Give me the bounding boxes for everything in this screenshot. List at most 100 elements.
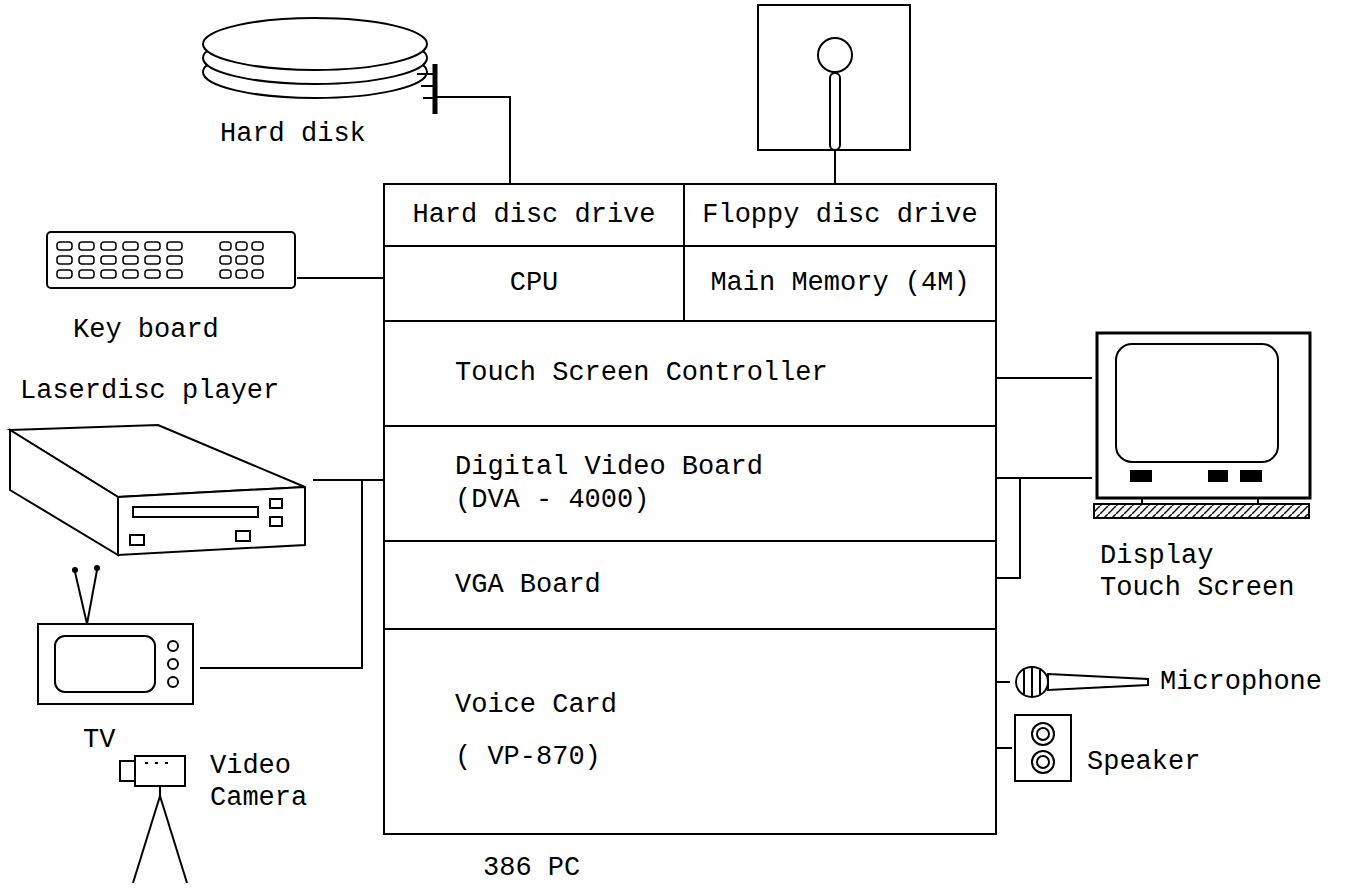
drawing-stroke	[220, 256, 231, 264]
drawing-stroke	[101, 256, 116, 264]
drawing-stroke	[1240, 470, 1262, 482]
board-label: Digital Video Board (DVA - 4000)	[455, 451, 785, 516]
drawing-stroke	[1048, 674, 1148, 690]
drawing-stroke	[72, 567, 78, 573]
cable-connector	[997, 377, 1092, 379]
board-cell: VGA Board	[383, 540, 997, 630]
drawing-stroke	[55, 636, 155, 692]
drawing-stroke	[167, 270, 182, 278]
drawing-stroke	[1130, 470, 1152, 482]
drawing-stroke	[167, 256, 182, 264]
laserdisc-player: Laserdisc player	[8, 375, 313, 560]
drawing-stroke	[145, 256, 160, 264]
drawing-stroke	[220, 270, 231, 278]
drawing-stroke	[1039, 670, 1041, 694]
drawing-stroke	[270, 499, 282, 508]
drawing-stroke	[1208, 470, 1228, 482]
speaker: Speaker	[1012, 712, 1222, 784]
drawing-stroke	[1015, 715, 1071, 781]
drawing-stroke	[1032, 723, 1054, 745]
device-label: Microphone	[1160, 666, 1322, 698]
drawing-stroke	[252, 270, 263, 278]
drawing-stroke	[145, 270, 160, 278]
device-label: TV	[83, 724, 115, 756]
drawing-stroke	[252, 242, 263, 250]
cable-connector	[465, 97, 510, 183]
drawing-stroke	[120, 761, 135, 781]
drawing-stroke	[1094, 504, 1309, 518]
drawing-stroke	[1016, 667, 1048, 697]
drawing-stroke	[123, 242, 138, 250]
drawing-stroke	[435, 96, 465, 98]
drawing-stroke	[87, 570, 97, 624]
drawing-stroke	[203, 18, 427, 70]
drawing-stroke	[10, 430, 118, 555]
drawing-stroke	[123, 256, 138, 264]
drawing-stroke	[270, 517, 282, 526]
drawing-stroke	[38, 624, 193, 704]
drawing-stroke	[160, 796, 187, 883]
hard-disk: Hard disk	[195, 2, 465, 152]
board-cell: Touch Screen Controller	[383, 320, 997, 427]
drawing-stroke	[57, 256, 72, 264]
tv-set: TV	[35, 562, 200, 762]
drawing-stroke	[423, 97, 435, 99]
drawing-stroke	[165, 762, 168, 764]
cable-connector	[997, 681, 1010, 683]
drawing-stroke	[145, 242, 160, 250]
board-label: Touch Screen Controller	[455, 357, 828, 389]
cable-connector	[997, 747, 1012, 749]
board-label: VGA Board	[455, 569, 601, 601]
drawing-stroke	[101, 270, 116, 278]
drawing-stroke	[236, 270, 247, 278]
drawing-stroke	[236, 256, 247, 264]
cpu-cell: CPU	[383, 245, 685, 322]
display-monitor: Display Touch Screen	[1092, 330, 1327, 615]
drawing-stroke	[75, 572, 87, 624]
drawing-stroke	[252, 256, 263, 264]
display-monitor-drawing	[1092, 330, 1327, 615]
drawing-stroke	[133, 507, 258, 517]
board-cell: Voice Card ( VP-870)	[383, 628, 997, 835]
drawing-stroke	[168, 659, 178, 669]
drawing-stroke	[101, 242, 116, 250]
board-label: Main Memory (4M)	[710, 267, 969, 299]
drawing-stroke	[1032, 751, 1054, 773]
drawing-stroke	[94, 565, 100, 571]
drawing-stroke	[1037, 728, 1049, 740]
device-label: Hard disk	[220, 118, 366, 150]
drawing-stroke	[236, 242, 247, 250]
microphone: Microphone	[1010, 660, 1340, 705]
drawing-stroke	[1037, 756, 1049, 768]
drawing-stroke	[168, 677, 178, 687]
drawing-stroke	[1031, 668, 1033, 696]
drawing-stroke	[130, 535, 144, 545]
drawing-stroke	[159, 786, 161, 796]
drawing-stroke	[167, 242, 182, 250]
drawing-stroke	[135, 756, 185, 786]
cable-connector	[297, 277, 383, 279]
drawing-stroke	[79, 242, 94, 250]
tv-set-drawing	[35, 562, 200, 762]
device-label: Speaker	[1087, 746, 1200, 778]
drive-cell: Hard disc drive	[383, 183, 685, 247]
drawing-stroke	[47, 232, 295, 288]
drive-cell: Floppy disc drive	[683, 183, 997, 247]
memory-cell: Main Memory (4M)	[683, 245, 997, 322]
floppy-hub	[818, 38, 852, 72]
drawing-stroke	[1097, 333, 1310, 498]
drawing-stroke	[421, 85, 435, 87]
device-label: Laserdisc player	[20, 375, 279, 407]
device-label: Key board	[73, 314, 219, 346]
floppy-disk	[758, 5, 910, 150]
drawing-stroke	[79, 256, 94, 264]
drawing-stroke	[1023, 670, 1025, 694]
keyboard: Key board	[45, 228, 297, 348]
drawing-stroke	[145, 762, 148, 764]
device-label: Display Touch Screen	[1100, 540, 1305, 605]
drawing-stroke	[155, 762, 158, 764]
floppy-slot	[830, 73, 840, 150]
drawing-stroke	[220, 242, 231, 250]
drawing-stroke	[57, 242, 72, 250]
